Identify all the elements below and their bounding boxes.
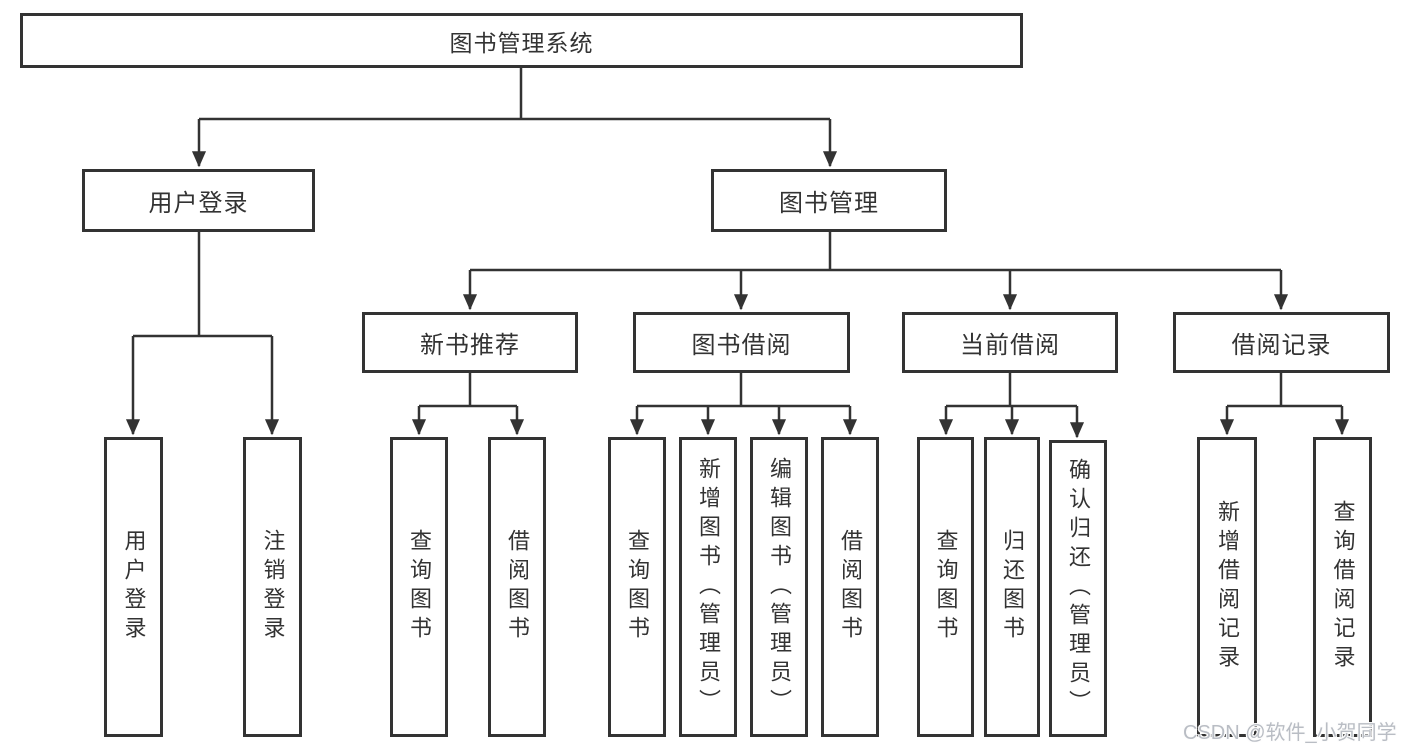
leaf-label: 注销登录 [260,529,286,645]
leaf-label: 新增借阅记录 [1215,500,1240,674]
node-label: 借阅记录 [1231,332,1332,359]
leaf-label: 编辑图书（管理员） [767,456,792,718]
leaf-label: 新增图书（管理员） [696,456,721,718]
node-label: 图书借阅 [691,332,792,359]
leaf-query-books-current: 查询图书 [917,437,974,737]
leaf-query-books-recommend: 查询图书 [390,437,448,737]
node-label: 用户登录 [148,190,249,217]
leaf-label: 归还图书 [1000,529,1025,645]
leaf-add-books-admin: 新增图书（管理员） [679,437,737,737]
leaf-label: 查询图书 [933,529,959,645]
root-node-label: 图书管理系统 [449,29,594,56]
leaf-add-borrow-record: 新增借阅记录 [1197,437,1257,737]
node-book-borrow: 图书借阅 [633,312,850,373]
leaf-label: 借阅图书 [838,529,863,645]
node-label: 新书推荐 [420,332,520,359]
leaf-return-books: 归还图书 [984,437,1040,737]
root-node-system: 图书管理系统 [20,13,1023,68]
leaf-label: 确认归还（管理员） [1066,458,1091,719]
csdn-watermark: CSDN @软件_小贺同学 [1183,722,1397,744]
node-label: 图书管理 [779,190,879,217]
node-borrow-records: 借阅记录 [1173,312,1390,373]
node-label: 当前借阅 [960,332,1060,359]
leaf-label: 借阅图书 [505,529,530,645]
node-user-login: 用户登录 [82,169,315,232]
leaf-query-books-borrow: 查询图书 [608,437,666,737]
leaf-label: 查询图书 [625,529,650,645]
leaf-user-login: 用户登录 [104,437,163,737]
leaf-label: 用户登录 [121,529,147,645]
leaf-confirm-return-admin: 确认归还（管理员） [1049,440,1107,737]
node-new-book-recommend: 新书推荐 [362,312,578,373]
leaf-logout-login: 注销登录 [243,437,302,737]
node-current-borrow: 当前借阅 [902,312,1118,373]
leaf-label: 查询图书 [407,529,432,645]
leaf-query-borrow-record: 查询借阅记录 [1313,437,1372,737]
node-book-management: 图书管理 [711,169,947,232]
leaf-label: 查询借阅记录 [1330,500,1356,674]
leaf-borrow-books: 借阅图书 [821,437,879,737]
leaf-borrow-books-recommend: 借阅图书 [488,437,546,737]
leaf-edit-books-admin: 编辑图书（管理员） [750,437,808,737]
